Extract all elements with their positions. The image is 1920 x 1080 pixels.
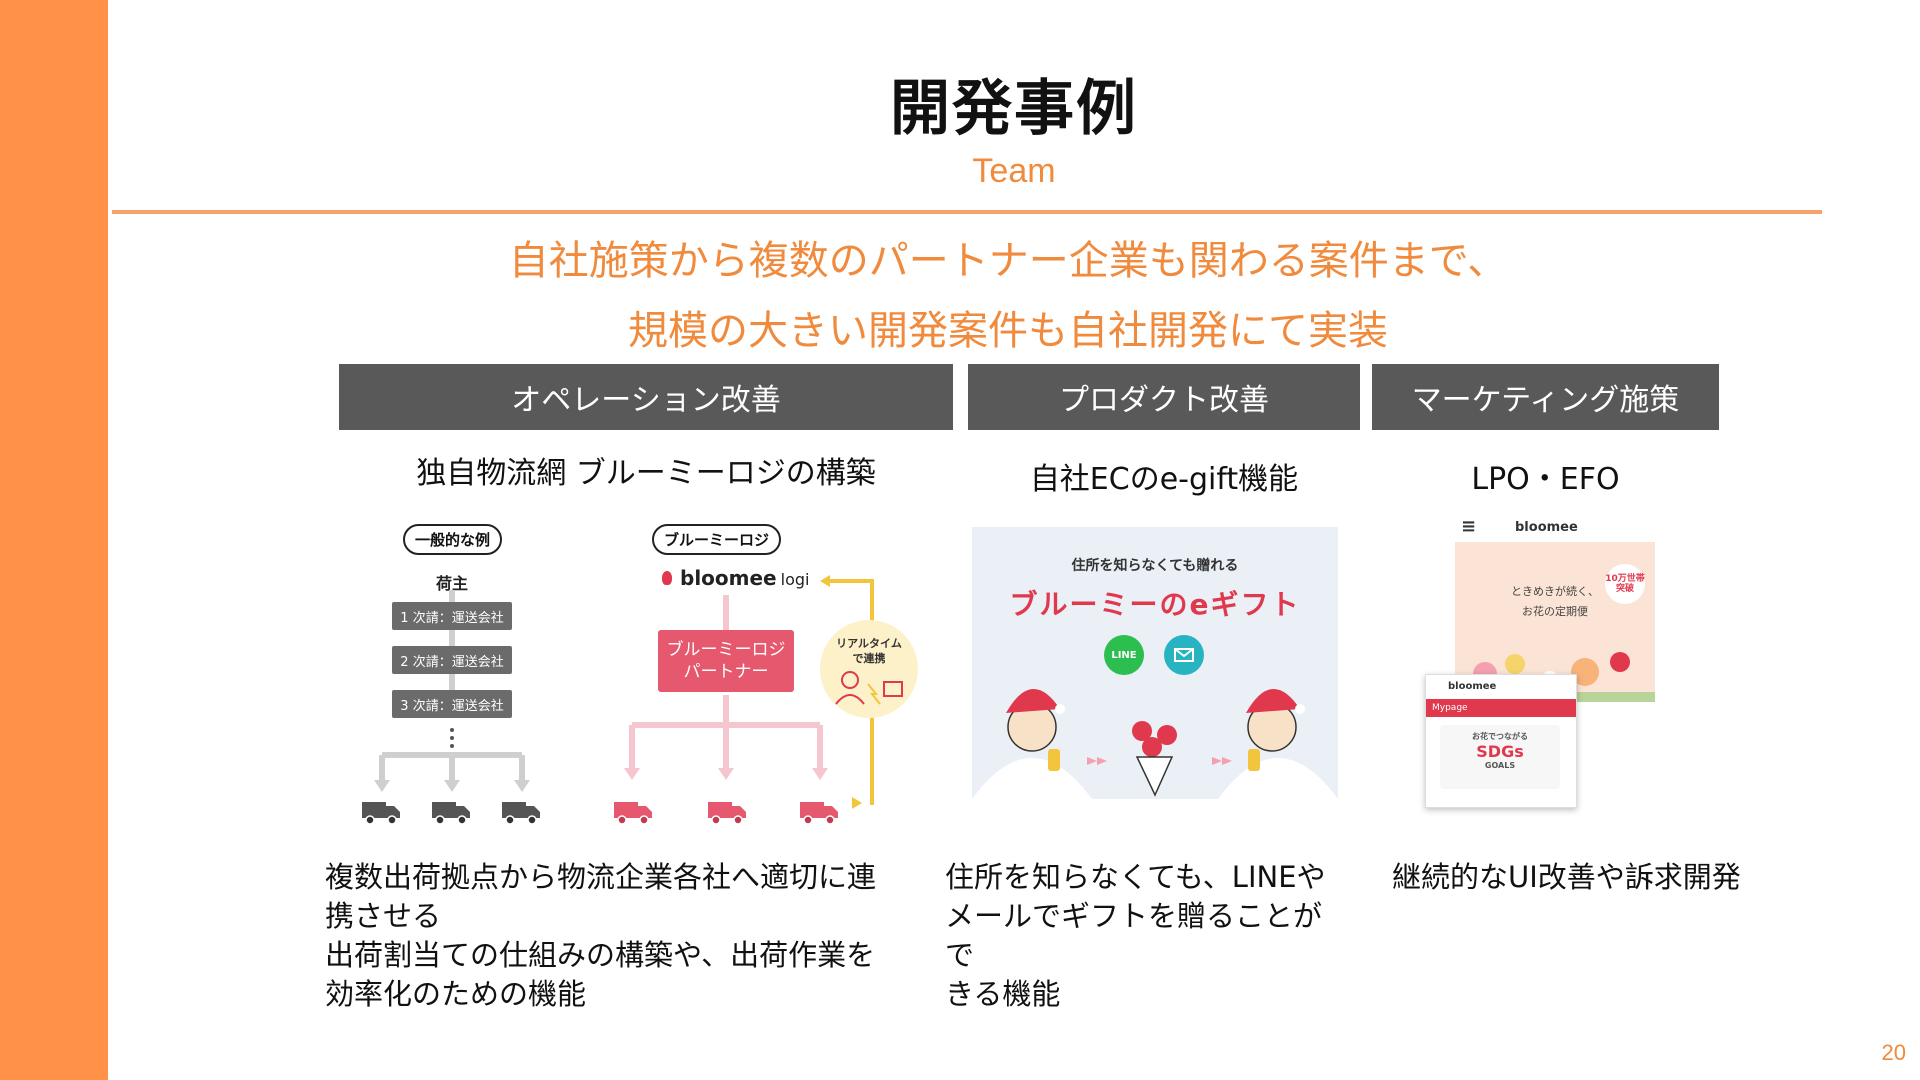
truck-icon — [432, 802, 470, 825]
sdgs-small: お花でつながる — [1472, 732, 1528, 741]
desc-operation: 複数出荷拠点から物流企業各社へ適切に連 携させる 出荷割当ての仕組みの構築や、出… — [325, 858, 950, 1014]
shipper-label: 荷主 — [436, 574, 469, 593]
lp-hero-line-2: お花の定期便 — [1522, 605, 1588, 618]
desc-product: 住所を知らなくても、LINEや メールでギフトを贈ることがで きる機能 — [945, 858, 1345, 1014]
page-subtitle: Team — [972, 152, 1056, 190]
bloomee-logi-logo: bloomee logi — [662, 566, 809, 590]
lead-line-1: 自社施策から複数のパートナー企業も関わる案件まで、 — [508, 238, 1508, 284]
desc-operation-line-2: 携させる — [325, 899, 442, 933]
desc-operation-line-3: 出荷割当ての仕組みの構築や、出荷作業を — [325, 938, 876, 972]
logo-text: bloomee — [680, 566, 777, 590]
mypage-bar: Mypage — [1426, 699, 1576, 717]
flower-icon — [662, 571, 672, 585]
desc-product-line-3: きる機能 — [945, 977, 1061, 1011]
subheader-operation: 独自物流網 ブルーミーロジの構築 — [416, 456, 876, 491]
partner-line-2: パートナー — [683, 662, 769, 682]
desc-operation-line-1: 複数出荷拠点から物流企業各社へ適切に連 — [325, 860, 877, 894]
partner-line-1: ブルーミーロジ — [666, 640, 786, 660]
sdgs-banner: お花でつながる SDGs GOALS — [1440, 725, 1560, 789]
gift-people-art — [972, 688, 1338, 799]
desc-operation-line-4: 効率化のための機能 — [325, 977, 587, 1011]
general-example-label: 一般的な例 — [403, 524, 503, 555]
egift-headline: ブルーミーのeギフト — [1009, 588, 1301, 621]
line-icon: LINE — [1104, 635, 1144, 675]
sdgs-goals: GOALS — [1484, 761, 1516, 770]
mail-icon — [1164, 635, 1204, 675]
page-number: 20 — [1881, 1040, 1906, 1065]
realtime-line-1: リアルタイム — [836, 637, 902, 650]
title-divider — [112, 210, 1822, 214]
realtime-badge: リアルタイム で連携 — [820, 620, 918, 718]
lp-badge: 10万世帯突破 — [1605, 564, 1645, 604]
logi-partner-box: ブルーミーロジ パートナー — [658, 630, 794, 692]
lp-screenshot: ≡ bloomee ときめきが続く、 お花の定期便 10万世帯突破 bloome… — [1405, 512, 1665, 812]
tier-3-box: 3 次請：運送会社 — [392, 690, 512, 718]
mypage-brand: bloomee — [1426, 675, 1576, 699]
column-header-marketing: マーケティング施策 — [1372, 364, 1719, 430]
side-accent-bar — [0, 0, 108, 1080]
desc-marketing-line-1: 継続的なUI改善や訴求開発 — [1392, 860, 1741, 894]
truck-icon — [614, 802, 652, 825]
truck-icon — [708, 802, 746, 825]
sdgs-title: SDGs — [1476, 742, 1524, 761]
egift-tagline: 住所を知らなくても贈れる — [1071, 558, 1239, 574]
subheader-product: 自社ECのe-gift機能 — [1029, 462, 1299, 497]
mypage-card: bloomee Mypage お花でつながる SDGs GOALS — [1425, 674, 1577, 808]
truck-icon — [800, 802, 838, 825]
truck-icon — [362, 802, 400, 825]
desc-marketing: 継続的なUI改善や訴求開発 — [1392, 858, 1792, 897]
truck-icon — [502, 802, 540, 825]
column-header-operation: オペレーション改善 — [339, 364, 953, 430]
lp-hero-line-1: ときめきが続く、 — [1511, 585, 1599, 598]
lp-brand: bloomee — [1515, 520, 1578, 535]
column-header-product: プロダクト改善 — [968, 364, 1360, 430]
operator-icon — [835, 671, 903, 705]
lead-line-2: 規模の大きい開発案件も自社開発にて実装 — [628, 308, 1388, 354]
realtime-line-2: で連携 — [852, 652, 886, 665]
tier-1-box: 1 次請：運送会社 — [392, 602, 512, 630]
desc-product-line-1: 住所を知らなくても、LINEや — [945, 860, 1326, 894]
logo-suffix: logi — [780, 570, 810, 589]
bloomee-logi-label: ブルーミーロジ — [652, 524, 782, 555]
tier-2-box: 2 次請：運送会社 — [392, 646, 512, 674]
hamburger-icon: ≡ — [1461, 516, 1477, 537]
page-title: 開発事例 — [890, 74, 1138, 144]
desc-product-line-2: メールでギフトを贈ることがで — [945, 899, 1323, 972]
lp-header: ≡ bloomee — [1405, 512, 1665, 542]
lp-badge-line-2: 突破 — [1615, 584, 1634, 594]
lp-badge-line-1: 10万世帯 — [1605, 574, 1645, 584]
egift-illustration: 住所を知らなくても贈れる ブルーミーのeギフト LINE — [972, 527, 1338, 799]
subheader-marketing: LPO・EFO — [1471, 462, 1620, 497]
